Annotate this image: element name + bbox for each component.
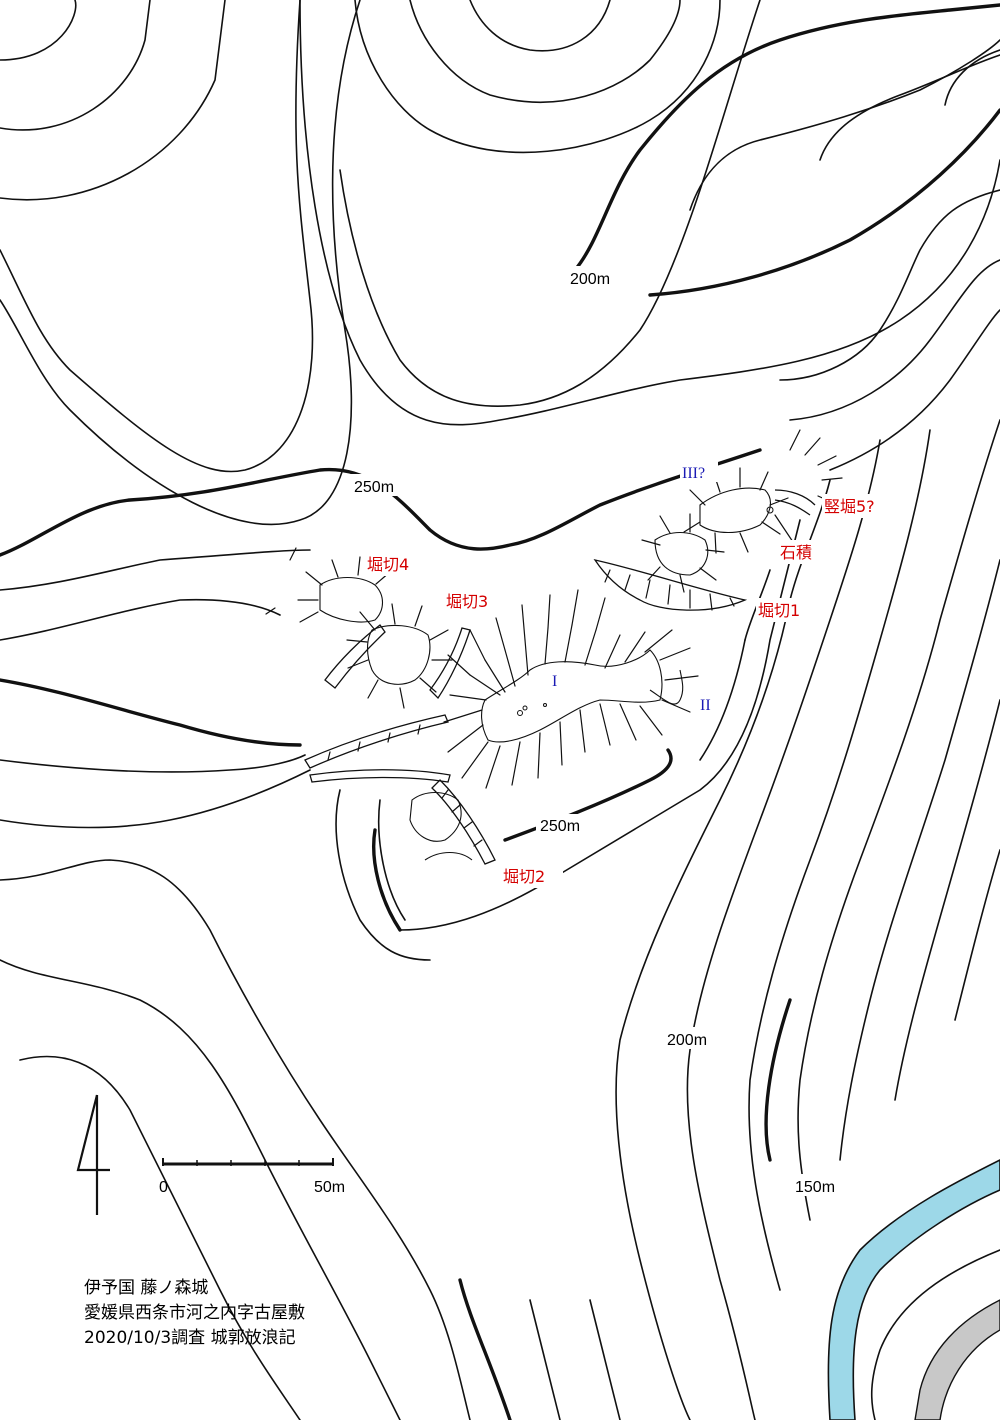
label-horikiri-2: 堀切2 [503,867,545,886]
castle-earthworks [265,429,843,865]
elevation-label-200m-north: 200m [570,271,610,288]
contour-lines [0,0,762,1420]
scale-end-label: 50m [314,1179,345,1196]
river [827,1159,1000,1420]
label-enclosure-3: III? [682,465,705,482]
elevation-labels: 200m 250m 250m 200m 150m [350,266,849,1196]
label-enclosure-2: II [700,697,711,714]
elevation-label-250m-west: 250m [354,479,394,496]
road [870,1249,1000,1420]
label-ishizumi: 石積 [780,543,812,562]
caption-line-survey-date: 2020/10/3調査 城郭放浪記 [84,1328,296,1348]
label-horikiri-4: 堀切4 [367,555,409,574]
contour-lines-east [458,419,1000,1420]
interior-marks [517,506,774,716]
label-horikiri-1: 堀切1 [758,601,800,620]
scale-start-label: 0 [159,1179,168,1196]
feature-labels: 堀切4 堀切3 堀切1 堀切2 竪堀5? 石積 [365,494,894,888]
caption-line-address: 愛媛県西条市河之内字古屋敷 [84,1303,305,1323]
label-horikiri-3: 堀切3 [446,592,488,611]
elevation-label-200m-south: 200m [667,1032,707,1049]
map-caption: 伊予国 藤ノ森城 愛媛県西条市河之内字古屋敷 2020/10/3調査 城郭放浪記 [84,1276,305,1351]
contour-lines-core [335,519,801,961]
elevation-label-250m-south: 250m [540,818,580,835]
label-tatebori-5: 竪堀5? [824,497,875,516]
enclosure-labels: I II III? [552,460,718,714]
scale-bar: 0 50m [159,1158,345,1196]
label-enclosure-1: I [552,673,557,690]
contour-lines-north [299,0,1000,471]
north-arrow-icon [76,1094,110,1215]
elevation-label-150m: 150m [795,1179,835,1196]
caption-line-province-castle: 伊予国 藤ノ森城 [84,1278,209,1298]
